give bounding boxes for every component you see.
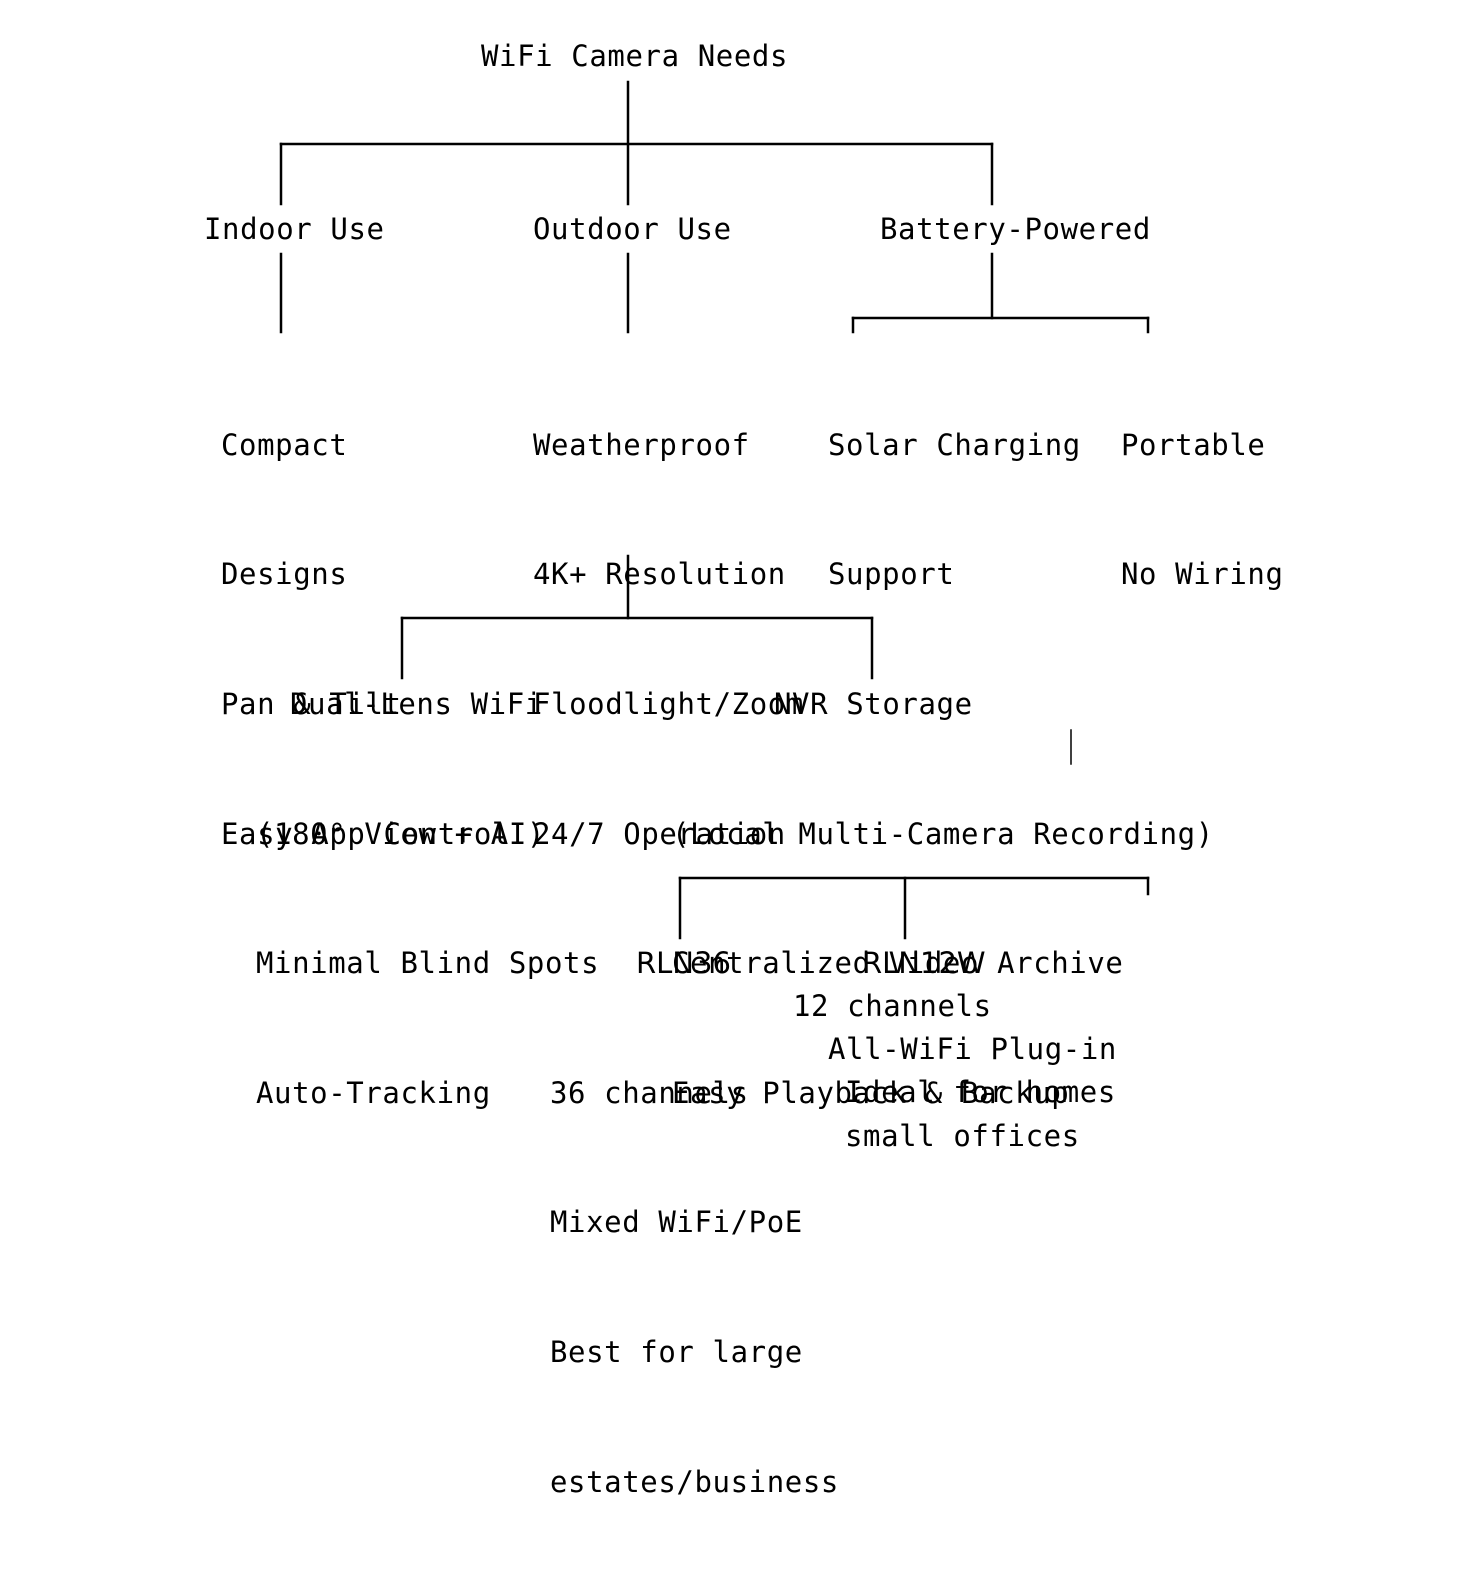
indoor-features: Compact Designs Pan & Tilt Easy App Cont… (221, 337, 510, 943)
detail-item: Auto-Tracking (256, 1076, 491, 1111)
nvr-storage-node: NVR Storage (774, 687, 973, 721)
feature-item: No Wiring (1121, 557, 1284, 592)
rln12w-spec-3: small offices (845, 1119, 1080, 1153)
feature-item: 24/7 Operation (533, 817, 786, 852)
outdoor-use-node: Outdoor Use (533, 212, 732, 246)
rln12w-node: RLN12W (862, 946, 986, 980)
detail-item: Centralized Video Archive (672, 946, 1124, 981)
rln36-node: RLN36 (636, 946, 731, 980)
feature-item: Support (828, 557, 955, 592)
solar-charging-node: Solar Charging Support (828, 337, 1081, 683)
diagram-canvas: WiFi Camera Needs Indoor Use Outdoor Use… (204, 39, 1284, 1499)
feature-item: Compact (221, 427, 348, 462)
outdoor-features: Weatherproof 4K+ Resolution Floodlight/Z… (533, 337, 804, 943)
spec-item: 36 channels (550, 1075, 749, 1110)
spec-item: estates/business (550, 1465, 839, 1500)
detail-item: Minimal Blind Spots (256, 946, 600, 981)
tree-connectors (279, 80, 1150, 940)
rln36-specs: 36 channels Mixed WiFi/PoE Best for larg… (550, 985, 839, 1591)
portable-node: Portable No Wiring (1121, 337, 1284, 683)
feature-item: Weatherproof (533, 427, 750, 462)
dual-lens-details: (180° View + AI) Minimal Blind Spots Aut… (256, 726, 599, 1202)
detail-item: (180° View + AI) (256, 816, 545, 851)
root-node: WiFi Camera Needs (481, 39, 789, 73)
spec-item: Mixed WiFi/PoE (550, 1205, 803, 1240)
spec-item: Best for large (550, 1335, 803, 1370)
feature-item: Portable (1121, 427, 1266, 462)
detail-item: Easy Playback & Backup (672, 1076, 1070, 1111)
battery-powered-node: Battery-Powered (880, 212, 1151, 246)
feature-item: Solar Charging (828, 427, 1081, 462)
nvr-storage-details: (Local Multi-Camera Recording) Centraliz… (672, 726, 1214, 1202)
feature-item: Pan & Tilt (221, 687, 402, 722)
rln12w-spec-1: All-WiFi Plug-in (828, 1032, 1117, 1066)
feature-item: 4K+ Resolution (533, 557, 786, 592)
indoor-use-node: Indoor Use (204, 212, 385, 246)
feature-item: Floodlight/Zoom (533, 687, 804, 722)
feature-item: Designs (221, 557, 348, 592)
rln12w-spec-0: 12 channels (793, 989, 992, 1023)
dual-lens-node: Dual-Lens WiFi (290, 687, 543, 721)
feature-item: Easy App Control (221, 817, 510, 852)
detail-item: (Local Multi-Camera Recording) (672, 816, 1214, 851)
rln12w-spec-2: Ideal for homes (845, 1075, 1116, 1109)
